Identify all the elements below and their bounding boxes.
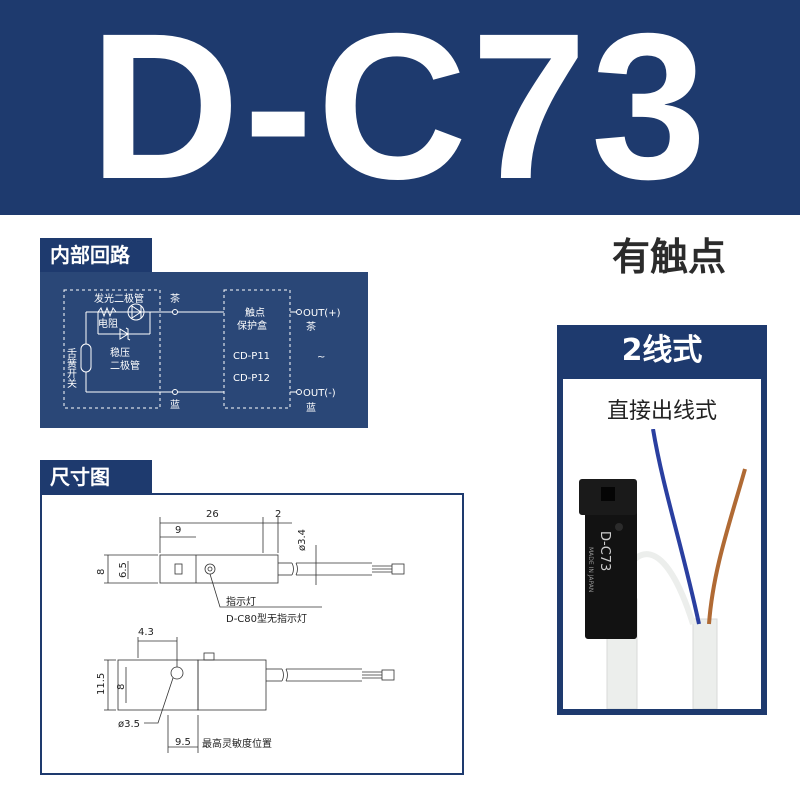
out-plus-color: 茶	[306, 320, 316, 333]
dim-6-5: 6.5	[118, 562, 129, 578]
dimension-drawing: 26 2 9 ø3.4 8 6.5 指示灯 D-C80型无指示灯 4.3 11.…	[96, 509, 405, 753]
product-origin-label: MADE IN JAPAN	[587, 547, 594, 592]
circuit-diagram-panel: 发光二极管 电阻 稳压 二极管 舌簧开关 茶 蓝 触点 保护盒 CD-P11 C…	[40, 272, 368, 428]
dim-9: 9	[175, 525, 181, 536]
resistor-label: 电阻	[98, 317, 118, 330]
circuit-section-label: 内部回路	[40, 238, 152, 272]
wiring-type-subtitle: 直接出线式	[606, 399, 717, 424]
reed-switch-label: 舌簧开关	[65, 348, 77, 389]
model-title: D-C73	[89, 0, 711, 223]
no-indicator-note: D-C80型无指示灯	[226, 612, 307, 625]
wiring-type-header: 2线式	[621, 333, 703, 368]
dim-cable-diameter: ø3.4	[297, 529, 308, 551]
blue-wire-label: 蓝	[170, 399, 180, 411]
box-label-2: 保护盒	[237, 319, 267, 332]
dim-9-5: 9.5	[175, 737, 191, 748]
circuit-diagram: 发光二极管 电阻 稳压 二极管 舌簧开关 茶 蓝 触点 保护盒 CD-P11 C…	[63, 289, 341, 414]
product-model-label: D-C73	[597, 531, 612, 571]
dim-8: 8	[96, 569, 107, 575]
dimension-section-label: 尺寸图	[40, 460, 152, 494]
contact-type-label: 有触点	[612, 235, 727, 279]
out-minus-color: 蓝	[306, 402, 316, 414]
brown-wire-label: 茶	[170, 292, 180, 305]
sensor-product-image: D-C73 MADE IN JAPAN	[579, 429, 747, 709]
wiring-type-body: 直接出线式 D-C73 MADE IN JAPAN	[563, 379, 761, 709]
box-model-2: CD-P12	[233, 373, 270, 384]
out-minus-label: OUT(-)	[303, 388, 336, 399]
sensitivity-position-label: 最高灵敏度位置	[202, 737, 272, 750]
box-label-1: 触点	[245, 306, 265, 319]
dim-8-side: 8	[116, 684, 127, 690]
box-model-1: CD-P11	[233, 351, 270, 362]
led-label: 发光二极管	[94, 292, 144, 305]
out-plus-label: OUT(+)	[303, 308, 341, 319]
dim-26: 26	[206, 509, 219, 520]
zener-label-2: 二极管	[110, 359, 140, 372]
dimension-drawing-panel: 26 2 9 ø3.4 8 6.5 指示灯 D-C80型无指示灯 4.3 11.…	[40, 493, 464, 775]
dim-4-3: 4.3	[138, 627, 154, 638]
title-banner: D-C73	[0, 0, 800, 215]
wiring-type-card: 2线式 直接出线式 D-C73 MADE IN JAPAN	[557, 325, 767, 715]
dim-hole-diameter: ø3.5	[118, 719, 140, 730]
tilde-label: ~	[317, 352, 325, 363]
indicator-label: 指示灯	[226, 595, 256, 608]
dim-11-5: 11.5	[96, 673, 107, 695]
dim-2: 2	[275, 509, 281, 520]
zener-label-1: 稳压	[110, 346, 130, 359]
